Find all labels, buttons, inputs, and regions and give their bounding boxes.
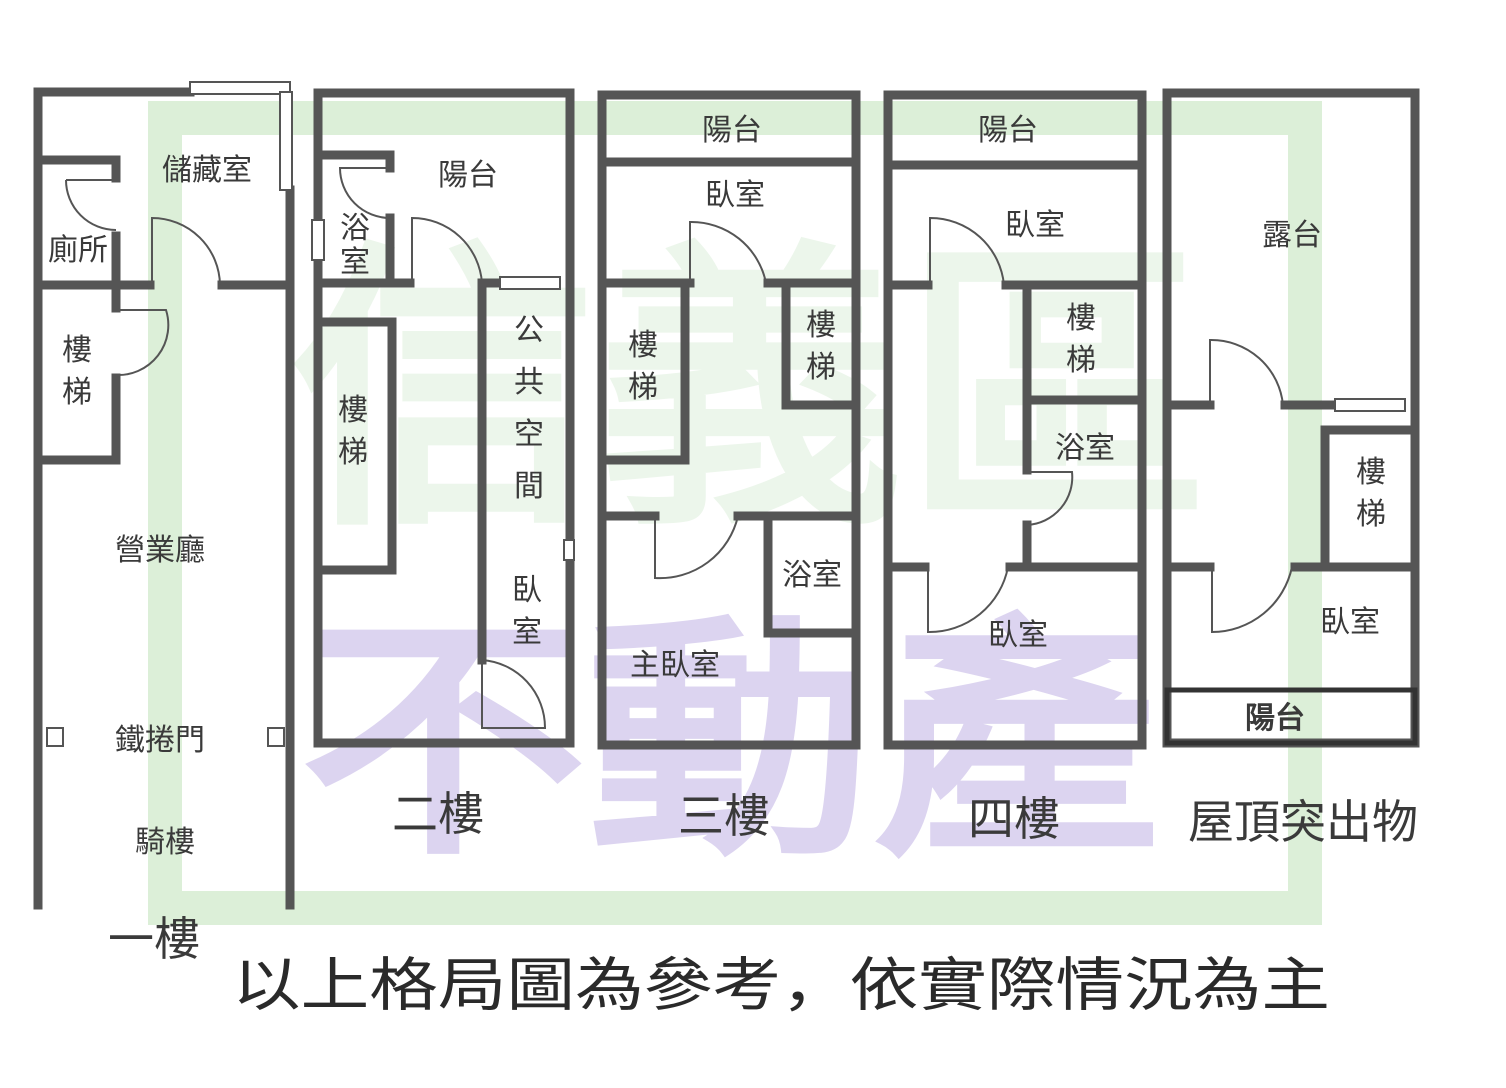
roof-stairs-label: 樓梯 xyxy=(1356,455,1386,532)
roof-stairs-box xyxy=(1320,425,1420,572)
floor-1-plan: 儲藏室 廁所 樓梯 營業廳 鐵捲門 騎樓 一樓 xyxy=(33,81,295,966)
f3-floor-label: 三樓 xyxy=(678,789,770,843)
f1-stairs-char-1: 樓 xyxy=(62,333,92,368)
f2-balcony-label: 陽台 xyxy=(438,158,498,193)
f2-bedroom-char-1: 臥 xyxy=(512,573,542,608)
f3-stairs-left-char-1: 樓 xyxy=(628,328,658,363)
f3-stairs-left-char-2: 梯 xyxy=(628,370,658,405)
watermark-top-text: 信義區 xyxy=(290,217,1210,566)
f1-stairs-char-2: 梯 xyxy=(62,375,92,410)
f4-stairs-char-2: 梯 xyxy=(1066,343,1096,378)
roof-plan: 露台 樓梯 臥室 陽台 屋頂突出物 xyxy=(1162,88,1420,849)
f2-bath-label: 浴室 xyxy=(340,211,370,280)
f2-corridor-window xyxy=(499,276,561,290)
roof-floor-label: 屋頂突出物 xyxy=(1188,795,1418,849)
floor-3-plan: 陽台 臥室 樓梯 樓梯 浴室 主臥室 三樓 xyxy=(597,90,861,843)
f2-stairs-char-2: 梯 xyxy=(338,435,368,470)
f3-master-door xyxy=(654,515,739,580)
f4-floor-label: 四樓 xyxy=(968,792,1060,846)
f2-bedroom-label: 臥室 xyxy=(512,573,542,650)
f1-shutter-post-left xyxy=(46,727,64,747)
f1-floor-label: 一樓 xyxy=(108,912,200,966)
f4-outer-wall xyxy=(883,90,1147,750)
roof-bedroom-label: 臥室 xyxy=(1320,605,1380,640)
f2-bath-window xyxy=(311,219,325,261)
floor-2-plan: 陽台 浴室 樓梯 公共空間 臥室 二樓 xyxy=(311,88,575,841)
f2-public-label: 公共空間 xyxy=(514,313,544,504)
f2-bedroom-door xyxy=(481,659,547,729)
f4-balcony-label: 陽台 xyxy=(978,113,1038,148)
f2-bath-door xyxy=(338,167,391,219)
f1-toilet-label: 廁所 xyxy=(48,233,108,268)
f1-arcade-label: 騎樓 xyxy=(135,825,195,860)
f1-hall-label: 營業廳 xyxy=(115,533,205,568)
f2-public-char-3: 空 xyxy=(514,417,544,452)
f3-stairs-right-box xyxy=(781,278,861,410)
watermark-frame xyxy=(148,101,1322,925)
f2-stairs-label: 樓梯 xyxy=(338,393,368,470)
f3-bath-label: 浴室 xyxy=(782,558,842,593)
f3-stairs-right-char-2: 梯 xyxy=(806,350,836,385)
f3-stairs-right-char-1: 樓 xyxy=(806,308,836,343)
roof-balcony-label: 陽台 xyxy=(1245,701,1305,736)
f4-bedroom-top-label: 臥室 xyxy=(1005,208,1065,243)
roof-stairs-char-2: 梯 xyxy=(1356,497,1386,532)
f2-stairs-char-1: 樓 xyxy=(338,393,368,428)
f1-shutter-post-right xyxy=(267,727,285,747)
f1-window-top xyxy=(189,81,291,95)
f1-window-side xyxy=(279,91,293,191)
f2-public-char-4: 間 xyxy=(514,469,544,504)
f3-stairs-left-box xyxy=(597,278,690,465)
f2-stairs-box xyxy=(313,317,397,575)
f2-bedroom-char-2: 室 xyxy=(512,615,542,650)
f2-corridor-side-window xyxy=(563,539,575,561)
f3-outer-wall xyxy=(597,90,861,750)
f4-bath-door xyxy=(1026,471,1074,526)
f2-bath-wall xyxy=(313,150,395,173)
roof-bedroom-door xyxy=(1211,566,1293,634)
f1-storage-door xyxy=(151,216,221,286)
f3-bedroom-label: 臥室 xyxy=(705,178,765,213)
floor-4-plan: 陽台 臥室 樓梯 浴室 臥室 四樓 xyxy=(883,90,1147,846)
f2-public-char-2: 共 xyxy=(514,365,544,400)
roof-terrace-door xyxy=(1209,338,1284,406)
f2-public-char-1: 公 xyxy=(514,313,544,348)
f3-bedroom-door xyxy=(689,220,767,284)
f3-master-label: 主臥室 xyxy=(630,648,720,683)
f4-bedroom-top-door xyxy=(929,216,1005,286)
f1-shutter-label: 鐵捲門 xyxy=(115,723,205,758)
f1-stairs-door xyxy=(115,309,170,377)
f1-outer-wall xyxy=(33,87,195,910)
f4-bath-label: 浴室 xyxy=(1055,431,1115,466)
f4-stairs-label: 樓梯 xyxy=(1066,301,1096,378)
f2-floor-label: 二樓 xyxy=(392,787,484,841)
roof-terrace-label: 露台 xyxy=(1262,218,1322,253)
f4-stairs-char-1: 樓 xyxy=(1066,301,1096,336)
f2-bath-char-2: 室 xyxy=(340,245,370,280)
f1-toilet-wall xyxy=(33,155,121,183)
f4-bedroom-bottom-door xyxy=(927,566,1009,634)
f3-balcony-label: 陽台 xyxy=(702,113,762,148)
roof-stairs-char-1: 樓 xyxy=(1356,455,1386,490)
f1-stairs-label: 樓梯 xyxy=(62,333,92,410)
roof-balcony-box xyxy=(1164,687,1418,746)
f2-balcony-door xyxy=(411,216,483,284)
roof-terrace-window xyxy=(1334,398,1406,412)
footer-note: 以上格局圖為參考，依實際情況為主 xyxy=(232,951,1330,1019)
f3-bath-box xyxy=(763,511,861,638)
watermark: 信義區 不動產 xyxy=(148,101,1322,925)
f1-storage-label: 儲藏室 xyxy=(162,153,252,188)
f3-stairs-right-label: 樓梯 xyxy=(806,308,836,385)
f1-stairs-wall-bottom xyxy=(33,373,121,465)
f1-toilet-door xyxy=(65,179,117,231)
f4-bedroom-bottom-label: 臥室 xyxy=(988,618,1048,653)
f2-bath-char-1: 浴 xyxy=(340,211,370,246)
f3-stairs-left-label: 樓梯 xyxy=(628,328,658,405)
